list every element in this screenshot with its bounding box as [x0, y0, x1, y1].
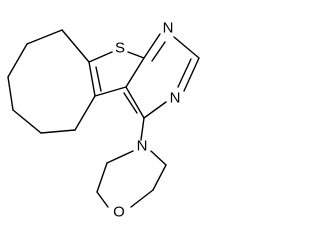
morpholine-n-label: N: [137, 138, 148, 155]
bond-c2-n3-double: [177, 58, 192, 88]
bond-c7a-n1: [143, 33, 161, 59]
bond-cc-cd: [152, 164, 167, 191]
morpholine-o-label: O: [113, 204, 125, 221]
bond-c9a-s: [88, 51, 113, 63]
bond-cyc-1: [26, 29, 63, 45]
bond-c4-c4a: [125, 86, 145, 119]
bond-c7a-c4a: [125, 57, 145, 88]
bond-c4-nmorph: [140, 117, 145, 141]
bond-cyc-3: [7, 76, 14, 111]
molecule-svg: S N N N O: [7, 20, 200, 221]
structure-diagram: S N N N O: [7, 19, 200, 221]
bond-o-cc: [130, 189, 154, 208]
bond-cyc-2: [7, 43, 28, 78]
bond-c2-n3: [183, 57, 200, 92]
thiophene-ring: [61, 29, 145, 131]
bond-cyc-4: [12, 109, 42, 134]
bond-c4b-c9a: [88, 61, 96, 97]
bond-c7a-n1-double: [151, 41, 166, 62]
pyrimidine-ring: [123, 33, 200, 119]
cycloheptane-ring: [7, 29, 76, 134]
bond-ca-cb: [96, 162, 108, 193]
bond-s-c7a: [127, 51, 145, 59]
bond-n-ca: [106, 150, 134, 164]
bond-cyc-5: [40, 129, 76, 134]
bond-n3-c4: [143, 101, 167, 119]
pyrimidine-n3-label: N: [170, 90, 181, 107]
morpholine-ring: [96, 117, 167, 208]
bond-c4a-c4b: [94, 86, 127, 97]
sulfur-atom-label: S: [115, 40, 125, 57]
bond-c4-c4a-double: [123, 92, 138, 114]
bond-c4b-ring: [74, 95, 96, 131]
bond-c9a-c4b-double: [95, 66, 102, 92]
bond-n1-c2: [173, 36, 200, 59]
bond-c9a-ring: [61, 29, 90, 63]
pyrimidine-n1-label: N: [163, 20, 174, 37]
bond-cb-o: [96, 191, 109, 208]
bond-cd-n: [150, 150, 167, 166]
